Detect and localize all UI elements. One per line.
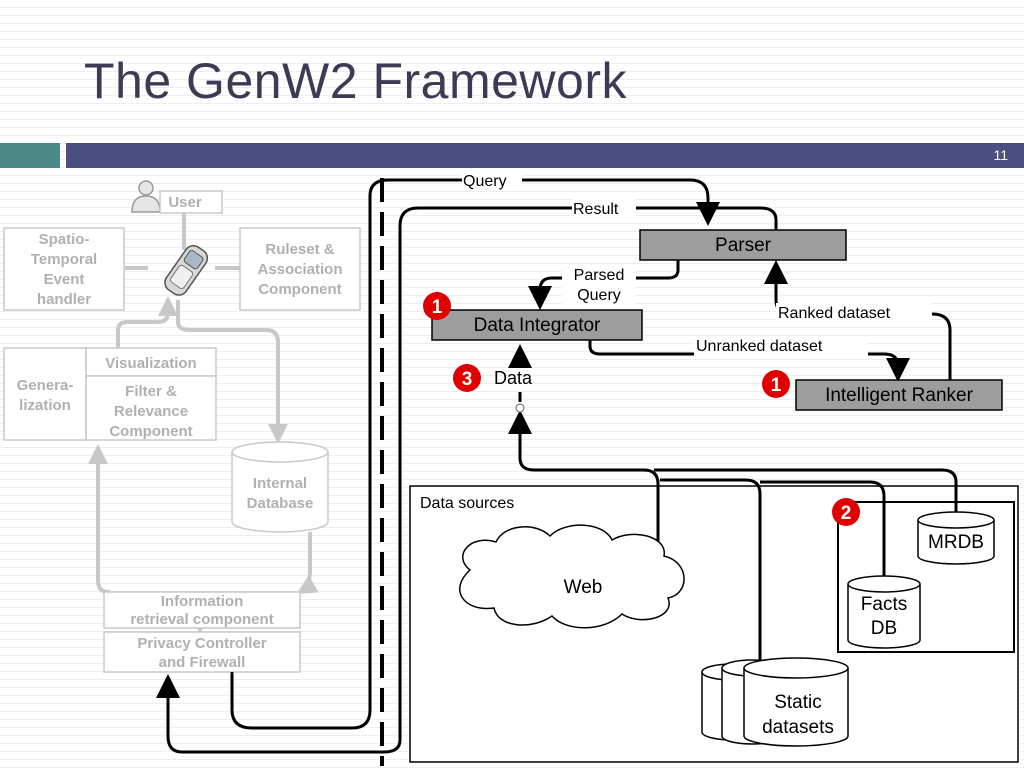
generalization-box — [3, 347, 87, 441]
intelligent-ranker-label: Intelligent Ranker — [825, 385, 974, 406]
badge-integrator: 1 — [423, 292, 451, 320]
mrdb-cylinder — [917, 511, 995, 565]
phone-icon — [164, 244, 209, 296]
facts-db-label-2: DB — [871, 618, 897, 639]
web-cloud-icon — [459, 524, 685, 629]
slide-number: 11 — [993, 147, 1008, 163]
phone-database-arrow — [176, 300, 288, 444]
data-integrator-box — [431, 309, 643, 341]
static-datasets-label-2: datasets — [762, 717, 834, 738]
web-feed-line — [518, 430, 660, 548]
generalization-label-2: lization — [19, 397, 71, 414]
filter-relevance-box — [85, 375, 217, 441]
query-label: Query — [463, 173, 507, 190]
privacy-controller-box — [103, 631, 301, 673]
user-box — [159, 190, 223, 214]
static-datasets-feed-line — [660, 478, 762, 664]
ranked-dataset-label: Ranked dataset — [778, 305, 891, 322]
header-band-accent — [0, 143, 60, 168]
spatio-temporal-label-3: Event — [44, 271, 85, 288]
ruleset-label-2: Association — [257, 261, 342, 278]
badge-ranker-number: 1 — [771, 375, 782, 396]
badge-integrator-number: 1 — [432, 297, 443, 318]
visualization-box — [85, 347, 217, 377]
query-flow-arrow — [230, 178, 720, 730]
facts-db-cylinder — [847, 575, 921, 649]
privacy-controller-label-1: Privacy Controller — [137, 635, 266, 652]
visualization-phone-arrow — [116, 296, 178, 348]
web-label: Web — [564, 577, 603, 598]
badge-data: 3 — [453, 364, 481, 392]
internal-database-label-2: Database — [247, 495, 314, 512]
user-label: User — [168, 194, 202, 211]
data-sources-label: Data sources — [420, 495, 514, 512]
ranked-label-bg — [776, 303, 932, 323]
facts-db-label-1: Facts — [861, 594, 907, 615]
right-system: Data sources Query Result Parsed Query U… — [156, 171, 1019, 763]
filter-label-3: Component — [109, 423, 192, 440]
badge-data-number: 3 — [462, 369, 473, 390]
information-retrieval-label-1: Information — [161, 593, 244, 610]
filter-label-2: Relevance — [114, 403, 188, 420]
parsed-query-label-1: Parsed — [574, 267, 625, 284]
spatio-temporal-label-1: Spatio- — [39, 231, 90, 248]
parsed-query-label-2: Query — [577, 287, 621, 304]
header-band — [66, 143, 1024, 168]
mrdb-feed-line — [654, 468, 958, 512]
mrdb-label: MRDB — [928, 532, 984, 553]
parser-box — [639, 229, 847, 261]
generalization-label-1: Genera- — [17, 377, 74, 394]
badge-sources-number: 2 — [841, 503, 852, 524]
result-label-bg — [572, 199, 636, 217]
user-icon — [131, 180, 161, 213]
query-label-bg — [462, 171, 522, 189]
spatio-temporal-label-2: Temporal — [31, 251, 97, 268]
information-retrieval-label-2: retrieval component — [130, 611, 273, 628]
data-label: Data — [494, 368, 533, 388]
internal-database-cylinder — [231, 441, 329, 533]
database-retrieval-arrow — [296, 532, 319, 595]
visualization-label: Visualization — [105, 355, 196, 372]
static-datasets-label-1: Static — [774, 692, 822, 713]
ruleset-label-3: Component — [258, 281, 341, 298]
privacy-controller-label-2: and Firewall — [159, 654, 246, 671]
data-junction-point — [515, 403, 525, 413]
facts-db-feed-line — [760, 480, 886, 578]
filter-label-1: Filter & — [125, 383, 177, 400]
ruleset-label-1: Ruleset & — [265, 241, 334, 258]
result-flow-arrow — [156, 206, 778, 754]
internal-database-label-1: Internal — [253, 475, 307, 492]
information-retrieval-box — [103, 591, 301, 629]
data-integrator-label: Data Integrator — [474, 315, 601, 336]
unranked-label-bg — [694, 336, 868, 356]
unranked-dataset-label: Unranked dataset — [696, 338, 823, 355]
spatio-temporal-box — [3, 227, 125, 311]
parser-label: Parser — [715, 235, 772, 256]
slide-title: The GenW2 Framework — [84, 53, 627, 109]
static-datasets-stack — [701, 657, 849, 747]
ruleset-box — [239, 227, 361, 311]
intelligent-ranker-box — [795, 379, 1003, 411]
badge-sources: 2 — [832, 498, 860, 526]
parsed-query-label-bg — [562, 264, 636, 304]
badge-ranker: 1 — [762, 370, 790, 398]
spatio-temporal-label-4: handler — [37, 291, 91, 308]
result-label: Result — [573, 201, 619, 218]
retrieval-generalization-arrow — [88, 444, 110, 596]
left-system: User Spatio- Temporal Event handler Rule… — [3, 180, 361, 673]
